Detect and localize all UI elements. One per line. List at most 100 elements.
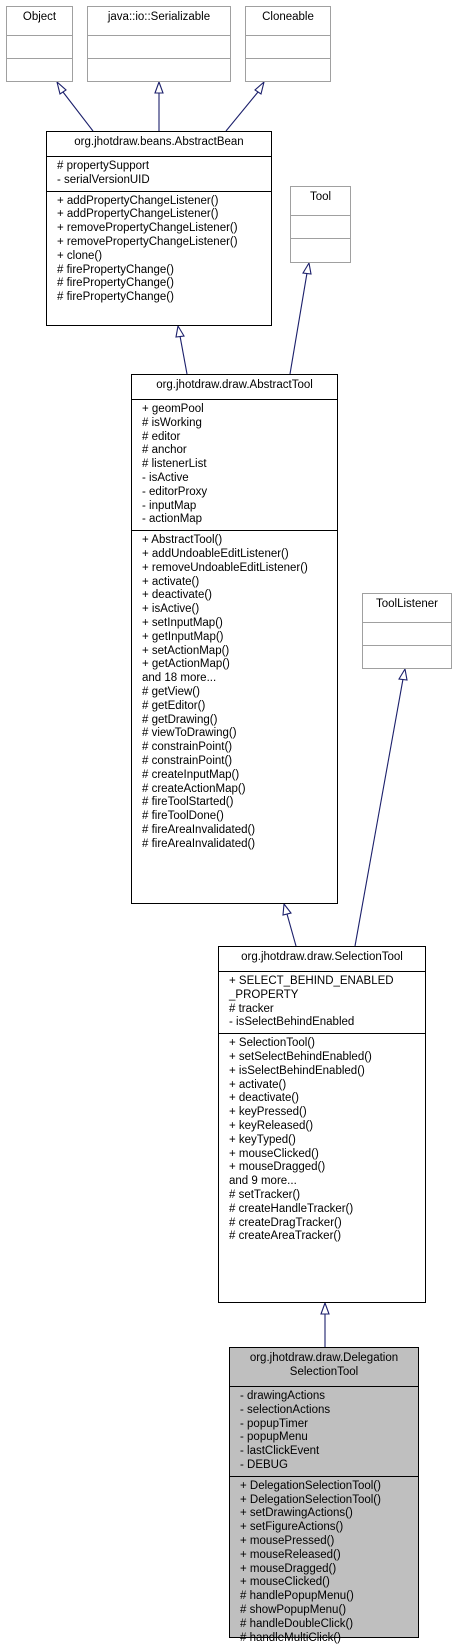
attribute-item: - isSelectBehindEnabled xyxy=(229,1016,355,1029)
class-title: org.jhotdraw.draw.SelectionTool xyxy=(241,951,403,963)
arrowhead-cloneable xyxy=(254,80,265,95)
operation-item: + deactivate() xyxy=(229,1092,299,1105)
edge-abstractbean-cloneable xyxy=(225,91,259,132)
operation-item: + mouseDragged() xyxy=(229,1161,326,1174)
attribute-item: _PROPERTY xyxy=(229,988,299,1001)
arrowhead-abstracttool xyxy=(282,902,292,916)
attribute-item: # listenerList xyxy=(142,458,207,471)
class-title: ToolListener xyxy=(375,598,438,610)
operation-item: # setTracker() xyxy=(229,1188,301,1201)
operations-compartment: + AbstractTool()+ addUndoableEditListene… xyxy=(132,530,337,854)
operation-item: + removePropertyChangeListener() xyxy=(57,222,238,235)
attribute-item: # isWorking xyxy=(142,416,202,429)
operation-item: # createHandleTracker() xyxy=(229,1202,354,1215)
attribute-item: + SELECT_BEHIND_ENABLED xyxy=(229,975,394,987)
class-abstract-tool[interactable]: org.jhotdraw.draw.AbstractTool + geomPoo… xyxy=(131,374,338,904)
class-selection-tool[interactable]: org.jhotdraw.draw.SelectionTool + SELECT… xyxy=(218,946,426,1303)
operation-item: # createInputMap() xyxy=(142,768,240,781)
class-title-line-2: SelectionTool xyxy=(289,1365,359,1378)
operation-item: # getView() xyxy=(142,685,200,698)
attribute-item: - lastClickEvent xyxy=(240,1445,320,1458)
operation-item: + DelegationSelectionTool() xyxy=(240,1493,381,1506)
operation-item: # handleDoubleClick() xyxy=(240,1617,354,1630)
attribute-item: # propertySupport xyxy=(57,160,150,172)
attributes-compartment xyxy=(291,215,350,238)
class-title-line-1: org.jhotdraw.draw.Delegation xyxy=(249,1352,399,1364)
attribute-item: - actionMap xyxy=(142,513,203,526)
operation-item: + activate() xyxy=(229,1078,287,1091)
operations-compartment xyxy=(363,645,451,668)
class-abstract-bean[interactable]: org.jhotdraw.beans.AbstractBean # proper… xyxy=(46,131,272,326)
class-tool-listener[interactable]: ToolListener xyxy=(362,593,452,669)
attribute-item: - DEBUG xyxy=(240,1458,288,1471)
attribute-item: + geomPool xyxy=(142,403,204,415)
operation-item: + keyTyped() xyxy=(229,1133,296,1146)
class-title: org.jhotdraw.draw.Delegation SelectionTo… xyxy=(230,1348,418,1386)
operation-item: + mouseClicked() xyxy=(240,1576,330,1589)
operations-compartment xyxy=(7,58,72,81)
class-title: Cloneable xyxy=(262,11,314,23)
operation-item: + DelegationSelectionTool() xyxy=(240,1479,381,1492)
operation-item: + clone() xyxy=(57,249,103,262)
arrowhead-selectiontool xyxy=(320,1301,330,1315)
attribute-item: - inputMap xyxy=(142,499,197,512)
operation-item: + setActionMap() xyxy=(142,644,230,657)
operation-item: + addUndoableEditListener() xyxy=(142,547,289,560)
operation-item: # createAreaTracker() xyxy=(229,1230,342,1243)
operation-item: + mouseReleased() xyxy=(240,1548,341,1561)
operation-item: # fireToolStarted() xyxy=(142,796,234,809)
operation-item: # firePropertyChange() xyxy=(57,291,174,304)
class-delegation-selection-tool[interactable]: org.jhotdraw.draw.Delegation SelectionTo… xyxy=(229,1347,419,1644)
operation-item: # constrainPoint() xyxy=(142,741,233,754)
attributes-compartment: # propertySupport- serialVersionUID xyxy=(47,156,271,191)
class-serializable[interactable]: java::io::Serializable xyxy=(87,6,231,82)
operations-compartment: + DelegationSelectionTool()+ DelegationS… xyxy=(230,1475,418,1648)
class-tool[interactable]: Tool xyxy=(290,186,351,263)
operation-item: + SelectionTool() xyxy=(229,1037,315,1050)
operation-item: # handlePopupMenu() xyxy=(240,1590,354,1603)
operation-item: + isSelectBehindEnabled() xyxy=(229,1064,365,1077)
operation-item: # constrainPoint() xyxy=(142,754,233,767)
operation-item: + mousePressed() xyxy=(240,1534,335,1547)
operation-item: + setFigureActions() xyxy=(240,1521,344,1534)
arrowhead-serializable xyxy=(154,80,164,94)
operation-item: + isActive() xyxy=(142,603,200,616)
class-title: Tool xyxy=(309,191,332,203)
attribute-item: - serialVersionUID xyxy=(57,173,150,186)
operation-item: + getInputMap() xyxy=(142,630,224,643)
arrowhead-tool xyxy=(302,261,312,275)
operation-item: # createActionMap() xyxy=(142,782,246,795)
attribute-item: - editorProxy xyxy=(142,485,208,498)
class-title: Object xyxy=(22,11,57,23)
class-object[interactable]: Object xyxy=(6,6,73,82)
arrowhead-abstractbean xyxy=(175,324,185,338)
operation-item: # fireToolDone() xyxy=(142,810,224,823)
class-title: java::io::Serializable xyxy=(107,11,211,23)
operations-compartment: + SelectionTool()+ setSelectBehindEnable… xyxy=(219,1033,425,1247)
operation-item: + AbstractTool() xyxy=(142,534,223,547)
operation-item: + mouseClicked() xyxy=(229,1147,319,1160)
attributes-compartment: - drawingActions- selectionActions - popu… xyxy=(230,1386,418,1476)
operation-item: + removePropertyChangeListener() xyxy=(57,235,238,248)
attributes-compartment xyxy=(88,35,230,58)
attributes-compartment xyxy=(246,35,330,58)
attribute-item: # anchor xyxy=(142,444,187,457)
attribute-item: - drawingActions xyxy=(240,1390,326,1402)
operation-item: + addPropertyChangeListener() xyxy=(57,194,219,207)
attribute-item: - popupMenu xyxy=(240,1431,308,1444)
edge-abstracttool-abstractbean xyxy=(179,335,188,375)
attribute-item: - isActive xyxy=(142,471,189,484)
operation-item: + activate() xyxy=(142,575,200,588)
operation-item: # fireAreaInvalidated() xyxy=(142,823,256,836)
operation-item: # createDragTracker() xyxy=(229,1216,342,1229)
operation-item: + setSelectBehindEnabled() xyxy=(229,1050,372,1063)
attribute-item: - selectionActions xyxy=(240,1403,331,1416)
operation-item: # firePropertyChange() xyxy=(57,263,174,276)
operation-item: # firePropertyChange() xyxy=(57,277,174,290)
attributes-compartment xyxy=(7,35,72,58)
attribute-item: # editor xyxy=(142,430,181,443)
operation-item: + setDrawingActions() xyxy=(240,1507,353,1520)
edge-abstractbean-object xyxy=(62,91,94,132)
class-cloneable[interactable]: Cloneable xyxy=(245,6,331,82)
operation-item: + mouseDragged() xyxy=(240,1562,337,1575)
